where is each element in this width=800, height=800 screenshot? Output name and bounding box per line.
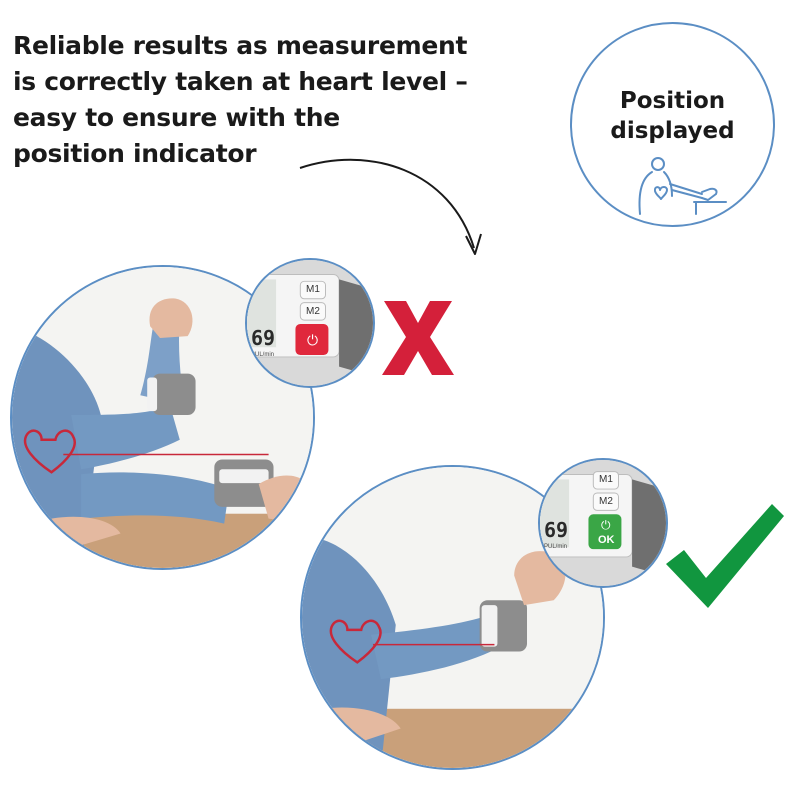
memory-button-m1: M1	[306, 284, 320, 295]
headline-line-3: easy to ensure with the	[13, 103, 340, 132]
headline-line-2: is correctly taken at heart level –	[13, 67, 468, 96]
pulse-value: 69	[251, 326, 276, 350]
ok-button-label: OK	[598, 534, 615, 546]
memory-button-m2: M2	[599, 496, 613, 507]
curved-arrow-icon	[299, 158, 482, 255]
position-label-line-2: displayed	[610, 118, 735, 144]
person-arm-at-heart-level-icon	[638, 157, 727, 215]
memory-button-m2: M2	[306, 306, 320, 317]
pulse-unit: PUL/min	[544, 544, 568, 550]
position-displayed-badge: Position displayed	[570, 22, 775, 227]
position-displayed-label: Position displayed	[572, 86, 773, 146]
headline-line-4: position indicator	[13, 139, 257, 168]
position-label-line-1: Position	[619, 88, 726, 114]
correct-check-icon	[666, 504, 784, 608]
headline: Reliable results as measurement is corre…	[13, 28, 483, 172]
wrong-device-closeup: M1 M2 ⏻ 69 PUL/min	[245, 258, 375, 388]
correct-device-closeup: M1 M2 ⏻ OK 69 PUL/min	[538, 458, 668, 588]
correct-position-photo	[300, 465, 605, 770]
memory-button-m1: M1	[599, 474, 613, 485]
power-icon: ⏻	[307, 333, 319, 349]
pulse-value: 69	[544, 518, 569, 542]
pulse-unit: PUL/min	[251, 352, 275, 358]
headline-line-1: Reliable results as measurement	[13, 31, 468, 60]
power-icon: ⏻	[601, 518, 611, 532]
wrong-cross-icon	[382, 301, 454, 375]
wrong-position-photo	[10, 265, 315, 570]
